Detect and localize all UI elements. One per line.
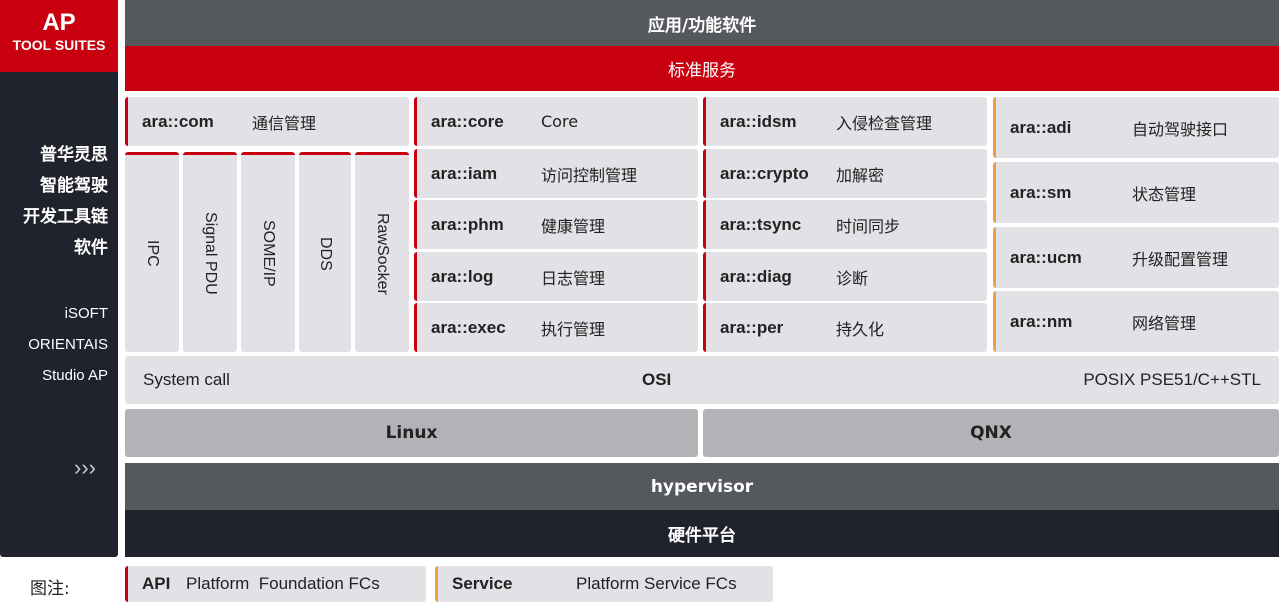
module-key: ara::nm bbox=[1010, 311, 1073, 331]
module-ara-exec: ara::exec 执行管理 bbox=[414, 303, 698, 352]
module-ara-sm: ara::sm 状态管理 bbox=[993, 162, 1279, 223]
module-desc: 入侵检查管理 bbox=[836, 113, 933, 133]
legend-service: Service Platform Service FCs bbox=[435, 566, 773, 602]
protocol-label: RawSocker bbox=[374, 212, 391, 295]
hardware-layer: 硬件平台 bbox=[125, 510, 1279, 557]
module-key: ara::per bbox=[720, 317, 784, 337]
sidebar-cn-line: 普华灵思 bbox=[40, 145, 108, 165]
logo: AP TOOL SUITES bbox=[0, 0, 118, 72]
app-layer: 应用/功能软件 bbox=[125, 0, 1279, 46]
protocol-dds: DDS bbox=[299, 152, 351, 352]
logo-sub: TOOL SUITES bbox=[12, 37, 106, 53]
legend-key: API bbox=[142, 574, 171, 593]
module-desc: Core bbox=[541, 112, 579, 131]
sidebar-en-line: iSOFT bbox=[64, 305, 108, 322]
legend-desc: Platform Foundation FCs bbox=[186, 574, 380, 593]
protocol-someip: SOME/IP bbox=[241, 152, 295, 352]
protocol-label: Signal PDU bbox=[202, 212, 219, 295]
module-desc: 持久化 bbox=[836, 319, 885, 339]
chevrons-icon: ››› bbox=[74, 455, 96, 480]
sidebar-cn-line: 软件 bbox=[74, 238, 108, 258]
protocol-label: SOME/IP bbox=[260, 220, 277, 287]
module-desc: 通信管理 bbox=[252, 113, 317, 133]
sidebar-cn-line: 开发工具链 bbox=[23, 207, 108, 227]
module-desc: 状态管理 bbox=[1132, 184, 1197, 204]
module-ara-com: ara::com 通信管理 bbox=[125, 97, 409, 146]
module-key: ara::log bbox=[431, 266, 494, 286]
module-ara-ucm: ara::ucm 升级配置管理 bbox=[993, 227, 1279, 288]
module-key: ara::phm bbox=[431, 214, 504, 234]
linux-layer: Linux bbox=[125, 409, 698, 457]
legend-desc: Platform Service FCs bbox=[576, 574, 737, 593]
module-desc: 访问控制管理 bbox=[541, 165, 638, 185]
module-key: ara::exec bbox=[431, 317, 506, 337]
module-desc: 加解密 bbox=[836, 165, 885, 185]
module-ara-diag: ara::diag 诊断 bbox=[703, 252, 987, 301]
module-key: ara::iam bbox=[431, 163, 498, 183]
legend-label: 图注: bbox=[30, 579, 70, 599]
module-key: ara::ucm bbox=[1010, 247, 1082, 267]
osi-center: OSI bbox=[641, 370, 672, 389]
module-desc: 升级配置管理 bbox=[1132, 249, 1229, 269]
module-key: ara::tsync bbox=[720, 214, 802, 234]
module-ara-per: ara::per 持久化 bbox=[703, 303, 987, 352]
module-ara-iam: ara::iam 访问控制管理 bbox=[414, 149, 698, 198]
module-ara-phm: ara::phm 健康管理 bbox=[414, 200, 698, 249]
legend-key: Service bbox=[452, 574, 513, 593]
qnx-layer: QNX bbox=[703, 409, 1279, 457]
module-key: ara::com bbox=[142, 111, 214, 131]
protocol-label: DDS bbox=[317, 236, 334, 271]
module-key: ara::diag bbox=[720, 266, 792, 286]
module-ara-log: ara::log 日志管理 bbox=[414, 252, 698, 301]
module-desc: 执行管理 bbox=[541, 319, 606, 339]
module-desc: 日志管理 bbox=[541, 268, 606, 288]
module-key: ara::idsm bbox=[720, 111, 797, 131]
module-ara-tsync: ara::tsync 时间同步 bbox=[703, 200, 987, 249]
module-ara-nm: ara::nm 网络管理 bbox=[993, 291, 1279, 352]
osi-right: POSIX PSE51/C++STL bbox=[1083, 370, 1261, 389]
module-key: ara::core bbox=[431, 111, 504, 131]
sidebar-cn-line: 智能驾驶 bbox=[40, 176, 108, 196]
sidebar-en-line: Studio AP bbox=[42, 367, 108, 384]
legend-api: API Platform Foundation FCs bbox=[125, 566, 426, 602]
module-ara-idsm: ara::idsm 入侵检查管理 bbox=[703, 97, 987, 146]
sidebar: AP TOOL SUITES 普华灵思 智能驾驶 开发工具链 软件 iSOFT … bbox=[0, 0, 118, 557]
module-key: ara::sm bbox=[1010, 182, 1072, 202]
module-desc: 自动驾驶接口 bbox=[1132, 119, 1229, 139]
sidebar-en-line: ORIENTAIS bbox=[28, 336, 108, 353]
logo-main: AP bbox=[42, 9, 76, 36]
protocol-ipc: IPC bbox=[125, 152, 179, 352]
osi-left: System call bbox=[143, 370, 230, 389]
protocol-rawsocket: RawSocker bbox=[355, 152, 409, 352]
protocol-signal-pdu: Signal PDU bbox=[183, 152, 237, 352]
module-ara-crypto: ara::crypto 加解密 bbox=[703, 149, 987, 198]
osi-layer: System call OSI POSIX PSE51/C++STL bbox=[125, 356, 1279, 404]
hypervisor-layer: hypervisor bbox=[125, 463, 1279, 510]
module-desc: 诊断 bbox=[836, 268, 869, 288]
module-ara-core: ara::core Core bbox=[414, 97, 698, 146]
protocol-label: IPC bbox=[144, 240, 161, 267]
module-desc: 健康管理 bbox=[541, 216, 606, 236]
module-ara-adi: ara::adi 自动驾驶接口 bbox=[993, 97, 1279, 158]
module-desc: 时间同步 bbox=[836, 216, 901, 236]
module-key: ara::adi bbox=[1010, 117, 1072, 137]
standard-services-layer: 标准服务 bbox=[125, 46, 1279, 91]
sidebar-text: 普华灵思 智能驾驶 开发工具链 软件 iSOFT ORIENTAIS Studi… bbox=[0, 140, 108, 391]
module-key: ara::crypto bbox=[720, 163, 809, 183]
module-desc: 网络管理 bbox=[1132, 313, 1197, 333]
